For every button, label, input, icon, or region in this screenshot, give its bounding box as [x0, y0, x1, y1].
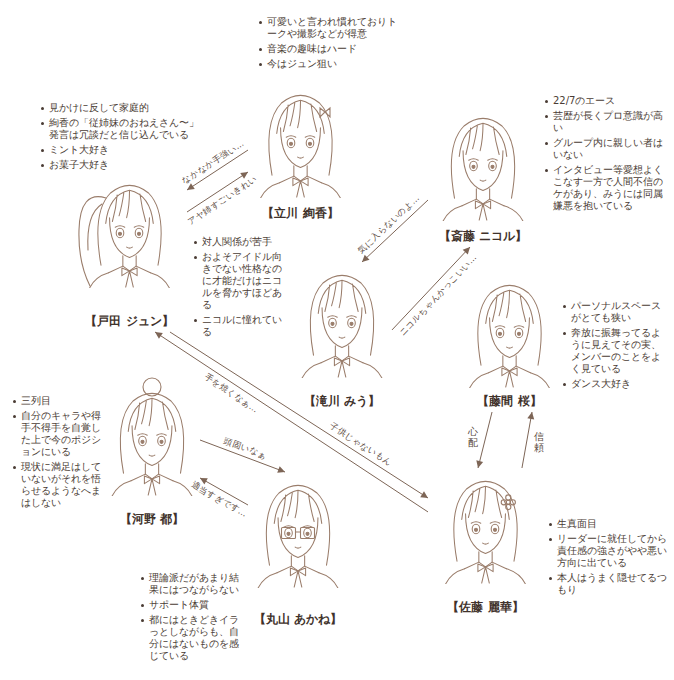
arrow-head: [362, 255, 369, 262]
arrow-head: [476, 460, 483, 468]
character-note: 芸歴が長くプロ意識が高い: [544, 110, 668, 134]
note-list: 理論派だがあまり結果にはつながらないサポート体質都にはときどきイラっとしながらも…: [140, 572, 246, 665]
relation-label: アヤ姉すごいきれい: [184, 172, 261, 227]
character-note: 音楽の趣味はハード: [258, 43, 398, 55]
character-node: 【丸山 あかね】理論派だがあまり結果にはつながらないサポート体質都にはときどきイ…: [248, 472, 348, 630]
arrow-head: [420, 491, 428, 498]
relation-label: なかなか手強い…: [178, 138, 247, 188]
relation-line: [522, 412, 532, 468]
character-note: およそアイドル向きでない性格なのに才能だけはニコルを脅かすほどある: [193, 251, 289, 311]
character-note: 都にはときどきイラっとしながらも、自分にはないものを感じている: [140, 614, 246, 662]
character-note: パーソナルスペースがとても狭い: [562, 300, 668, 324]
character-note: 22/7のエース: [544, 95, 668, 107]
character-node: 【立川 絢香】可愛いと言われ慣れておりトークや撮影などが得意音楽の趣味はハード今…: [248, 82, 353, 224]
character-note: インタビュー等愛想よくこなす一方で人間不信のケがあり、みうには同属嫌悪を抱いてい…: [544, 164, 668, 212]
character-node: 【斎藤 ニコル】22/7のエース芸歴が長くプロ意識が高いグループ内に親しい者はい…: [428, 105, 538, 247]
arrow-head: [155, 332, 163, 339]
character-name: 【佐藤 麗華】: [447, 600, 523, 614]
note-list: 可愛いと言われ慣れておりトークや撮影などが得意音楽の趣味はハード今はジュン狙い: [258, 16, 398, 73]
relation-label: 頭固いなぁ: [221, 434, 270, 461]
note-list: 22/7のエース芸歴が長くプロ意識が高いグループ内に親しい者はいないインタビュー…: [544, 95, 668, 215]
relation-arrow: [522, 412, 534, 468]
arrow-head: [277, 466, 285, 473]
note-list: 三列目自分のキャラや得手不得手を自覚した上で今のポジションにいる現状に満足はして…: [12, 395, 102, 512]
relation-label: 適当すぎです…: [188, 479, 251, 520]
character-note: お菓子大好き: [40, 159, 205, 171]
character-node: 【滝川 みう】対人関係が苦手およそアイドル向きでない性格なのに才能だけはニコルを…: [292, 262, 392, 412]
relation-label: 気に入らないのよ…: [354, 192, 422, 257]
arrow-head: [187, 183, 195, 190]
note-list: パーソナルスペースがとても狭い奔放に振舞ってるように見えてその実、メンバーのこと…: [562, 300, 668, 393]
character-note: ニコルに憧れている: [193, 314, 289, 338]
character-node: 【戸田 ジュン】見かけに反して家庭的絢香の「従姉妹のおねえさん〜」発言は冗談だと…: [72, 172, 187, 332]
relation-line: [392, 247, 470, 330]
relation-label: 信頼: [534, 430, 544, 454]
note-list: 見かけに反して家庭的絢香の「従姉妹のおねえさん〜」発言は冗談だと信じ込んでいるミ…: [40, 102, 205, 174]
relation-label: ニコルちゃんかっこいい…: [395, 251, 479, 339]
relation-line: [170, 332, 428, 498]
character-note: 可愛いと言われ慣れておりトークや撮影などが得意: [258, 16, 398, 40]
character-note: 見かけに反して家庭的: [40, 102, 205, 114]
relation-label: 心配: [468, 425, 478, 449]
relation-label: 手を焼くなぁ…: [201, 371, 262, 416]
character-name: 【立川 絢香】: [262, 206, 338, 220]
character-name: 【戸田 ジュン】: [85, 314, 173, 328]
character-note: 対人関係が苦手: [193, 236, 289, 248]
character-node: 【佐藤 麗華】生真面目リーダーに就任してから責任感の強さがやや悪い方向に出ている…: [428, 468, 543, 618]
character-note: 理論派だがあまり結果にはつながらない: [140, 572, 246, 596]
note-list: 対人関係が苦手およそアイドル向きでない性格なのに才能だけはニコルを脅かすほどある…: [193, 236, 289, 341]
character-note: 今はジュン狙い: [258, 58, 398, 70]
relation-arrow: [392, 247, 470, 330]
character-note: 現状に満足はしていないがそれを悟らせるようなへまはしない: [12, 461, 102, 509]
character-note: グループ内に親しい者はいない: [544, 137, 668, 161]
character-note: 自分のキャラや得手不得手を自覚した上で今のポジションにいる: [12, 410, 102, 458]
character-name: 【滝川 みう】: [304, 394, 380, 408]
character-node: 【河野 都】三列目自分のキャラや得手不得手を自覚した上で今のポジションにいる現状…: [104, 380, 200, 530]
character-note: ミント大好き: [40, 144, 205, 156]
character-note: サポート体質: [140, 599, 246, 611]
note-list: 生真面目リーダーに就任してから責任感の強さがやや悪い方向に出ている本人はうまく隠…: [548, 518, 668, 599]
character-note: リーダーに就任してから責任感の強さがやや悪い方向に出ている: [548, 533, 668, 569]
character-name: 【斎藤 ニコル】: [439, 229, 527, 243]
relation-arrow: [476, 412, 492, 468]
character-note: 奔放に振舞ってるように見えてその実、メンバーのことをよく見ている: [562, 327, 668, 375]
character-name: 【藤間 桜】: [477, 394, 541, 408]
character-note: 本人はうまく隠せてるつもり: [548, 572, 668, 596]
character-note: 絢香の「従姉妹のおねえさん〜」発言は冗談だと信じ込んでいる: [40, 117, 205, 141]
relation-arrow: [170, 332, 428, 498]
character-node: 【藤間 桜】パーソナルスペースがとても狭い奔放に振舞ってるように見えてその実、メ…: [462, 272, 557, 412]
arrow-head: [527, 412, 534, 420]
character-note: 三列目: [12, 395, 102, 407]
character-name: 【河野 都】: [120, 512, 184, 526]
relation-label: 子供じゃないもん: [326, 419, 395, 469]
character-note: 生真面目: [548, 518, 668, 530]
relation-line: [478, 412, 492, 468]
character-name: 【丸山 あかね】: [254, 612, 342, 626]
character-note: ダンス大好き: [562, 378, 668, 390]
